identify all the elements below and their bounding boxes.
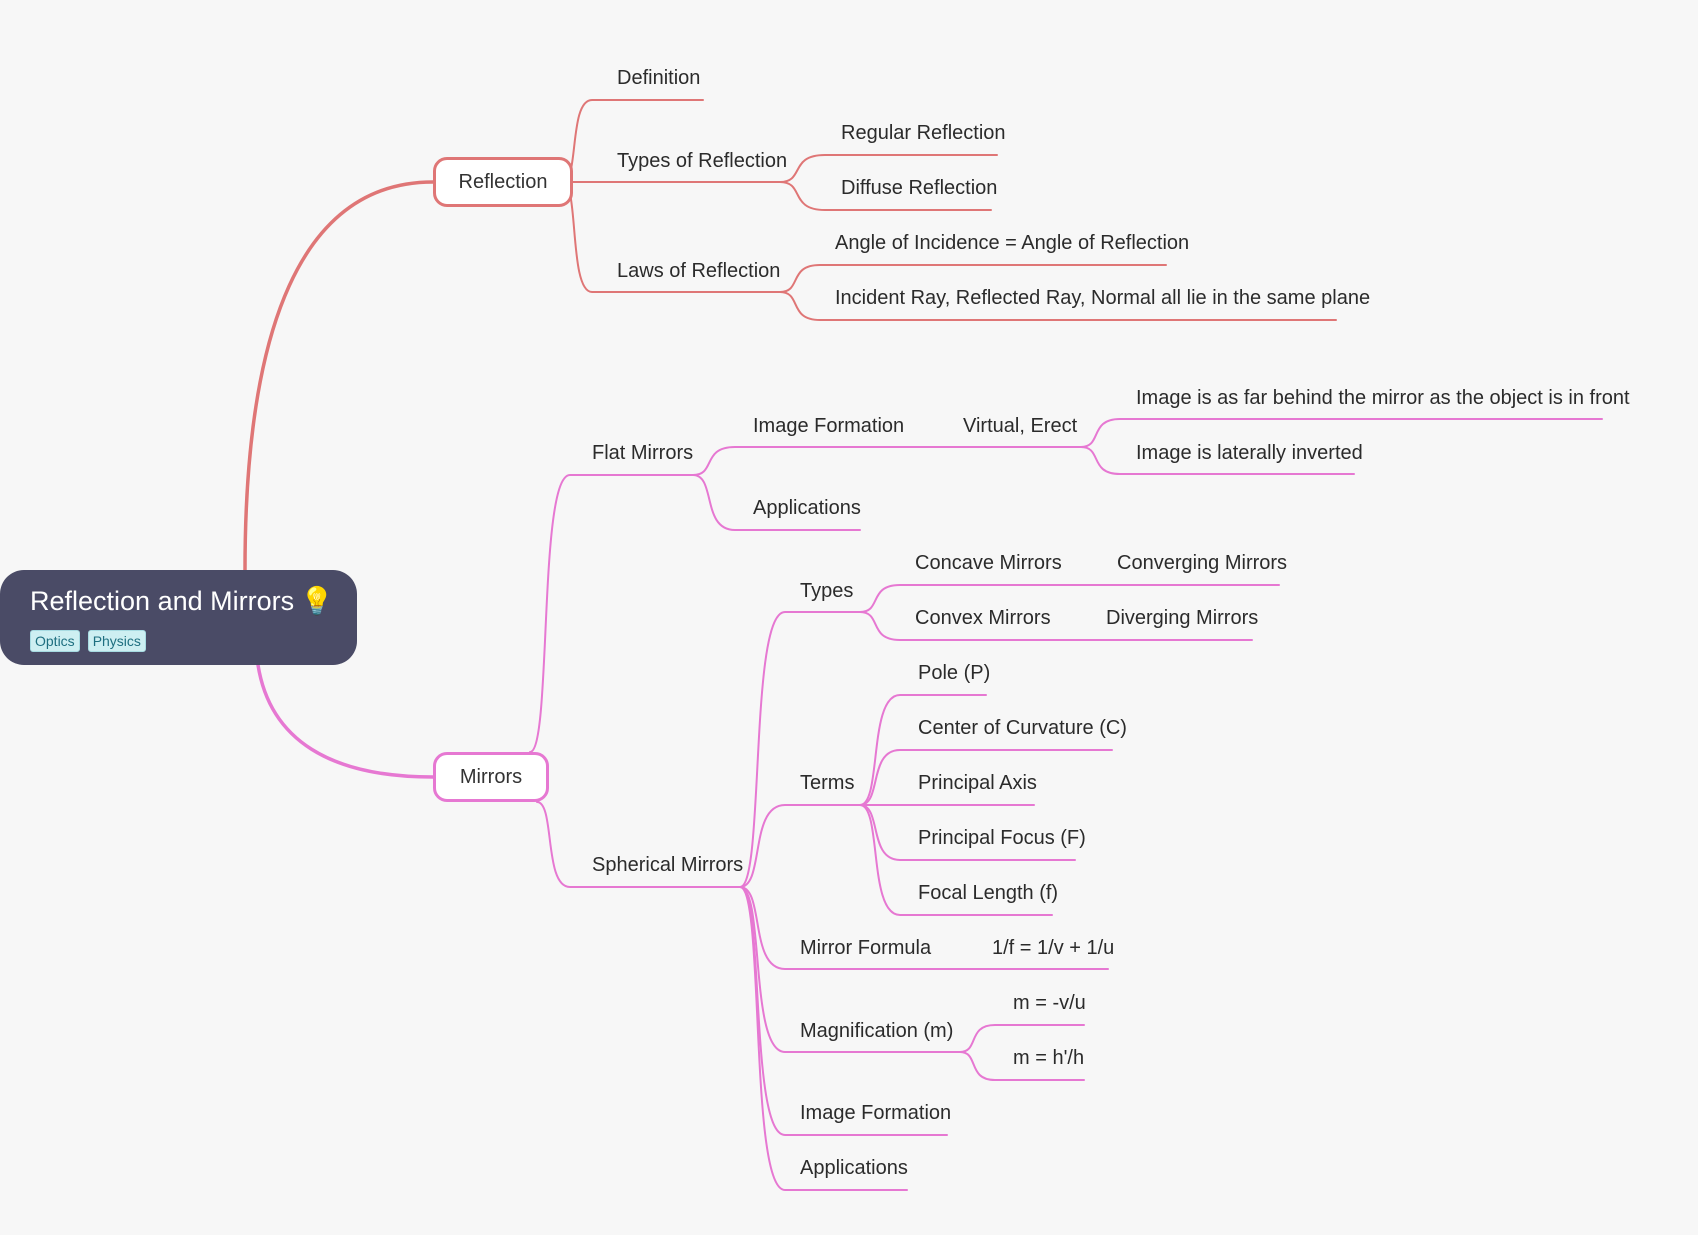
link-regular-reflection <box>779 154 998 183</box>
node-types[interactable]: Types <box>800 580 854 602</box>
tag-list: Optics Physics <box>30 630 357 652</box>
link-law-angles <box>779 264 1167 293</box>
node-formula-value[interactable]: 1/f = 1/v + 1/u <box>992 937 1115 959</box>
link-magnification <box>739 886 961 1053</box>
link-term-1 <box>859 749 1113 806</box>
node-concave-mirrors[interactable]: Concave Mirrors <box>915 552 1062 574</box>
link-spherical-applications <box>739 886 908 1191</box>
node-converging-mirrors[interactable]: Converging Mirrors <box>1117 552 1288 574</box>
node-diffuse-reflection[interactable]: Diffuse Reflection <box>841 177 998 199</box>
node-virtual-erect[interactable]: Virtual, Erect <box>963 415 1078 437</box>
link-term-4 <box>859 804 1053 916</box>
node-types-of-reflection[interactable]: Types of Reflection <box>617 150 788 172</box>
node-principal-axis[interactable]: Principal Axis <box>918 772 1037 794</box>
node-principal-focus[interactable]: Principal Focus (F) <box>918 827 1086 849</box>
root-to-reflection-link <box>243 180 435 572</box>
link-flat-applications <box>692 474 861 531</box>
node-center-of-curvature[interactable]: Center of Curvature (C) <box>918 717 1127 739</box>
node-law-same-plane[interactable]: Incident Ray, Reflected Ray, Normal all … <box>835 287 1371 309</box>
root-to-mirrors-link <box>256 663 435 779</box>
node-terms[interactable]: Terms <box>800 772 855 794</box>
link-image-behind <box>1080 418 1603 448</box>
node-regular-reflection[interactable]: Regular Reflection <box>841 122 1006 144</box>
link-law-same-plane <box>779 291 1337 321</box>
link-flat-image-formation <box>692 446 1082 476</box>
node-image-behind[interactable]: Image is as far behind the mirror as the… <box>1136 387 1630 409</box>
node-definition[interactable]: Definition <box>617 67 701 89</box>
node-flat-applications[interactable]: Applications <box>753 497 861 519</box>
link-convex-diverging <box>859 611 1253 641</box>
link-spherical-image-formation <box>739 886 948 1136</box>
root-title: Reflection and Mirrors <box>30 586 295 616</box>
link-term-0 <box>859 694 987 806</box>
tag-physics[interactable]: Physics <box>87 630 146 652</box>
link-concave-converging <box>859 584 1280 613</box>
node-reflection[interactable]: Reflection <box>433 157 573 207</box>
node-mirror-formula[interactable]: Mirror Formula <box>800 937 932 959</box>
lightbulb-icon: 💡 <box>300 586 334 616</box>
node-m-h-h[interactable]: m = h'/h <box>1013 1047 1085 1069</box>
node-laterally-inverted[interactable]: Image is laterally inverted <box>1136 442 1363 464</box>
link-m-h-h <box>959 1051 1085 1081</box>
node-pole[interactable]: Pole (P) <box>918 662 991 684</box>
node-magnification[interactable]: Magnification (m) <box>800 1020 954 1042</box>
root-node[interactable]: Reflection and Mirrors💡 Optics Physics <box>0 570 357 665</box>
link-term-3 <box>859 804 1076 861</box>
node-diverging-mirrors[interactable]: Diverging Mirrors <box>1106 607 1259 629</box>
node-spherical-image-formation[interactable]: Image Formation <box>800 1102 952 1124</box>
node-law-angles[interactable]: Angle of Incidence = Angle of Reflection <box>835 232 1190 254</box>
link-m-v-u <box>959 1024 1085 1053</box>
node-focal-length[interactable]: Focal Length (f) <box>918 882 1059 904</box>
node-spherical-mirrors[interactable]: Spherical Mirrors <box>592 854 744 876</box>
link-mirror-formula <box>739 886 1109 970</box>
node-m-v-u[interactable]: m = -v/u <box>1013 992 1086 1014</box>
node-convex-mirrors[interactable]: Convex Mirrors <box>915 607 1051 629</box>
link-diffuse-reflection <box>779 181 992 211</box>
link-types <box>739 611 861 888</box>
link-laterally-inverted <box>1080 446 1355 475</box>
link-spherical-mirrors <box>536 801 741 888</box>
tag-optics[interactable]: Optics <box>30 630 80 652</box>
node-spherical-applications[interactable]: Applications <box>800 1157 908 1179</box>
link-flat-mirrors <box>529 474 694 753</box>
node-laws-of-reflection[interactable]: Laws of Reflection <box>617 260 781 282</box>
node-flat-mirrors[interactable]: Flat Mirrors <box>592 442 694 464</box>
node-mirrors[interactable]: Mirrors <box>433 752 549 802</box>
node-flat-image-formation[interactable]: Image Formation <box>753 415 905 437</box>
link-terms <box>739 804 861 888</box>
